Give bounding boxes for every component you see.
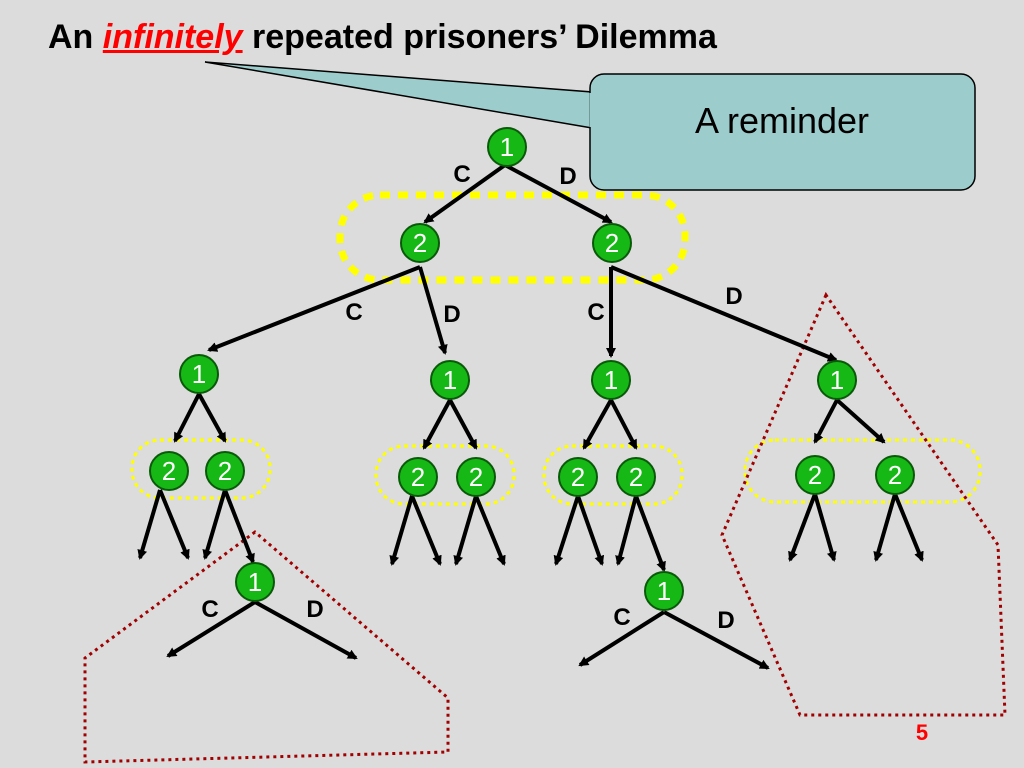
edge-label-l1-c-right: C xyxy=(587,299,604,326)
svg-text:2: 2 xyxy=(413,228,427,258)
edge-label-l1-d-left: D xyxy=(443,301,460,328)
svg-text:1: 1 xyxy=(443,365,457,395)
page-number: 5 xyxy=(916,720,928,745)
node-l3-2: 2 xyxy=(205,451,245,491)
svg-text:2: 2 xyxy=(469,462,483,492)
svg-text:1: 1 xyxy=(830,365,844,395)
info-set-d xyxy=(743,438,982,504)
info-set-a xyxy=(130,438,272,500)
node-subgame-left: 1 xyxy=(235,562,275,602)
node-l3-8: 2 xyxy=(875,455,915,495)
svg-text:2: 2 xyxy=(411,462,425,492)
info-set-c xyxy=(542,444,684,506)
node-subgame-right: 1 xyxy=(644,571,684,611)
callout-pointer xyxy=(204,61,593,129)
node-l3-4: 2 xyxy=(456,457,496,497)
subgame-right xyxy=(720,291,1007,717)
svg-text:2: 2 xyxy=(571,462,585,492)
edge-label-sub-right-c: C xyxy=(613,604,630,631)
node-l2-a: 1 xyxy=(179,354,219,394)
svg-text:1: 1 xyxy=(192,359,206,389)
callout-text: A reminder xyxy=(695,100,869,141)
title-prefix: An xyxy=(48,18,103,56)
node-l3-1: 2 xyxy=(149,451,189,491)
information-sets-small xyxy=(130,438,982,506)
svg-text:1: 1 xyxy=(657,576,671,606)
edge-labels: C D C D C D C D C D xyxy=(201,161,742,634)
subgame-outlines xyxy=(83,291,1007,764)
edge-label-l1-c-left: C xyxy=(345,299,362,326)
svg-text:2: 2 xyxy=(808,460,822,490)
svg-text:2: 2 xyxy=(888,460,902,490)
node-l2-b: 1 xyxy=(430,360,470,400)
svg-text:2: 2 xyxy=(629,462,643,492)
tree-edges xyxy=(137,163,924,670)
node-l3-5: 2 xyxy=(558,457,598,497)
node-l1-left: 2 xyxy=(400,223,440,263)
callout-box xyxy=(589,73,976,191)
svg-text:1: 1 xyxy=(604,365,618,395)
node-l3-3: 2 xyxy=(398,457,438,497)
node-l3-6: 2 xyxy=(616,457,656,497)
edge-label-sub-right-d: D xyxy=(717,607,734,634)
svg-text:1: 1 xyxy=(500,132,514,162)
title-suffix: repeated prisoners’ Dilemma xyxy=(242,18,717,56)
tree-nodes: 1 2 2 1 1 1 1 2 xyxy=(149,127,915,611)
node-l1-right: 2 xyxy=(592,223,632,263)
edge-label-root-d: D xyxy=(559,163,576,190)
edge-label-sub-left-d: D xyxy=(306,596,323,623)
title-highlight: infinitely xyxy=(102,18,243,56)
info-set-level1 xyxy=(336,191,689,284)
node-l3-7: 2 xyxy=(795,455,835,495)
svg-text:2: 2 xyxy=(218,456,232,486)
edge-label-root-c: C xyxy=(453,161,470,188)
information-sets xyxy=(336,191,689,284)
svg-text:2: 2 xyxy=(162,456,176,486)
edge-label-l1-d-right: D xyxy=(725,283,742,310)
slide-title: An infinitely repeated prisoners’ Dilemm… xyxy=(48,18,717,57)
subgame-left xyxy=(83,530,450,764)
node-l2-c: 1 xyxy=(591,360,631,400)
edge-label-sub-left-c: C xyxy=(201,596,218,623)
info-set-b xyxy=(374,444,516,506)
node-l2-d: 1 xyxy=(817,360,857,400)
node-root: 1 xyxy=(487,127,527,167)
svg-text:2: 2 xyxy=(605,228,619,258)
svg-text:1: 1 xyxy=(248,567,262,597)
